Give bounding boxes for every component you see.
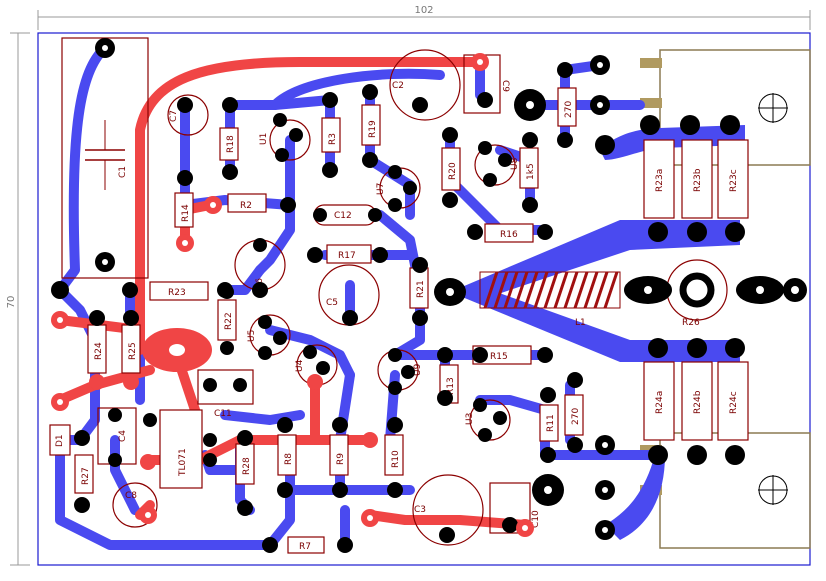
resistor-R26: R26 — [666, 259, 728, 328]
resistor-bank-R24: R24a R24b R24c — [643, 361, 749, 441]
label-U1: U1 — [259, 133, 269, 145]
svg-text:R26: R26 — [682, 318, 700, 328]
label-C4: C4 — [118, 430, 128, 442]
label-R15: R15 — [490, 352, 508, 362]
label-U7: U7 — [376, 183, 386, 195]
svg-text:R23b: R23b — [693, 168, 703, 192]
label-C8: C8 — [125, 491, 137, 501]
height-label: 70 — [6, 296, 17, 309]
label-R3: R3 — [328, 133, 338, 145]
svg-text:R24c: R24c — [729, 391, 739, 414]
label-R22: R22 — [224, 312, 234, 330]
label-R28: R28 — [242, 457, 252, 475]
label-R8: R8 — [284, 453, 294, 465]
label-R20: R20 — [448, 162, 458, 180]
label-R19: R19 — [368, 120, 378, 138]
label-C9: C9 — [500, 80, 510, 92]
label-D1: D1 — [55, 434, 65, 447]
svg-text:TL071: TL071 — [178, 448, 188, 477]
label-U9: U9 — [413, 363, 423, 376]
label-R11: R11 — [546, 414, 556, 432]
label-R18: R18 — [226, 135, 236, 153]
dimension-width: 102 — [37, 5, 811, 30]
label-U8: U8 — [510, 157, 520, 170]
label-R10: R10 — [391, 450, 401, 468]
label-R7: R7 — [299, 542, 311, 552]
label-R25: R25 — [128, 342, 138, 360]
label-1k5: 1k5 — [526, 163, 536, 180]
dimension-height: 70 — [6, 32, 30, 566]
label-C10: C10 — [531, 510, 541, 528]
label-270b: 270 — [571, 408, 581, 425]
inductor-L1: L1 — [479, 271, 621, 328]
resistor-bodies — [49, 87, 584, 554]
label-U4: U4 — [295, 359, 305, 372]
svg-text:C1: C1 — [118, 166, 128, 178]
board-outline — [37, 32, 811, 566]
label-R21: R21 — [416, 280, 426, 298]
label-R13: R13 — [446, 377, 456, 395]
label-R27: R27 — [81, 467, 91, 485]
label-C11: C11 — [214, 409, 232, 419]
ic-TL071 — [159, 409, 203, 489]
svg-text:R24b: R24b — [693, 390, 703, 414]
label-C12: C12 — [334, 211, 352, 221]
svg-text:L1: L1 — [575, 318, 586, 328]
label-C7: C7 — [169, 110, 179, 122]
label-R17: R17 — [338, 251, 356, 261]
capacitor-C11 — [197, 369, 254, 405]
svg-text:R24a: R24a — [655, 391, 665, 414]
label-R16: R16 — [500, 230, 518, 240]
label-R14: R14 — [181, 204, 191, 222]
resistor-bank-R23: R23a R23b R23c — [643, 139, 749, 219]
label-C3: C3 — [414, 505, 426, 515]
label-U3: U3 — [465, 413, 475, 425]
label-R24: R24 — [94, 342, 104, 360]
label-270a: 270 — [564, 101, 574, 118]
label-R9: R9 — [336, 453, 346, 465]
label-R2: R2 — [240, 201, 252, 211]
label-C5: C5 — [326, 298, 338, 308]
pads — [51, 38, 807, 553]
label-R23: R23 — [168, 288, 186, 298]
svg-text:R23a: R23a — [655, 169, 665, 192]
label-C2: C2 — [392, 81, 404, 91]
svg-text:R23c: R23c — [729, 169, 739, 192]
label-U5: U5 — [247, 330, 257, 342]
width-label: 102 — [414, 5, 433, 16]
